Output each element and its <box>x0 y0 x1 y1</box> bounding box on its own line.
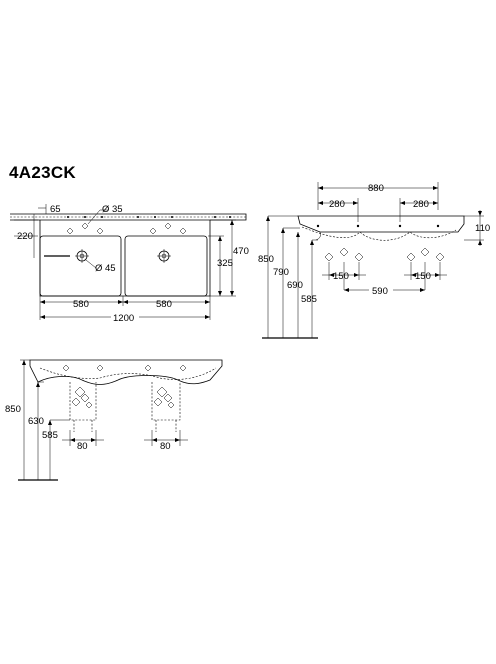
dim-470: 470 <box>233 246 249 257</box>
dim-220: 220 <box>17 231 33 242</box>
dim-150-right: 150 <box>415 271 431 282</box>
side-view: 880 280 280 110 850 790 690 585 <box>258 182 490 339</box>
dim-630: 630 <box>28 416 44 427</box>
dim-880: 880 <box>368 183 384 194</box>
dim-585-front: 585 <box>42 430 58 441</box>
dim-580-right: 580 <box>156 299 172 310</box>
dim-65: 65 <box>50 204 61 215</box>
outlet-symbol-right <box>406 247 445 290</box>
dim-280-right: 280 <box>413 199 429 210</box>
dim-80-left: 80 <box>77 441 88 452</box>
front-rim-markers <box>62 364 187 372</box>
tap-holes-right <box>149 222 187 235</box>
top-edge-markers <box>67 216 231 218</box>
drain-left <box>44 249 89 263</box>
dim-590: 590 <box>372 286 388 297</box>
dim-850-front: 850 <box>5 404 21 415</box>
dim-325: 325 <box>217 258 233 269</box>
dim-110: 110 <box>475 223 490 234</box>
dim-280-left: 280 <box>329 199 345 210</box>
dim-850: 850 <box>258 254 274 265</box>
front-view: 80 80 850 630 585 <box>5 359 223 481</box>
dim-580-left: 580 <box>73 299 89 310</box>
dim-dia-45: Ø 45 <box>95 263 116 274</box>
dim-690: 690 <box>287 280 303 291</box>
product-code-title: 4A23CK <box>9 163 76 182</box>
dim-790: 790 <box>273 267 289 278</box>
dim-dia-35: Ø 35 <box>102 204 123 215</box>
siphon-right <box>151 382 181 432</box>
drain-right <box>157 249 171 263</box>
top-view: 65 Ø 35 220 Ø 45 470 325 580 580 1200 <box>10 204 249 324</box>
dim-150-left: 150 <box>333 271 349 282</box>
outlet-symbol-left <box>324 247 364 290</box>
dim-1200: 1200 <box>113 313 134 324</box>
dim-585: 585 <box>301 294 317 305</box>
dim-80-right: 80 <box>160 441 171 452</box>
siphon-left <box>69 382 97 432</box>
tap-holes-left <box>66 222 104 235</box>
